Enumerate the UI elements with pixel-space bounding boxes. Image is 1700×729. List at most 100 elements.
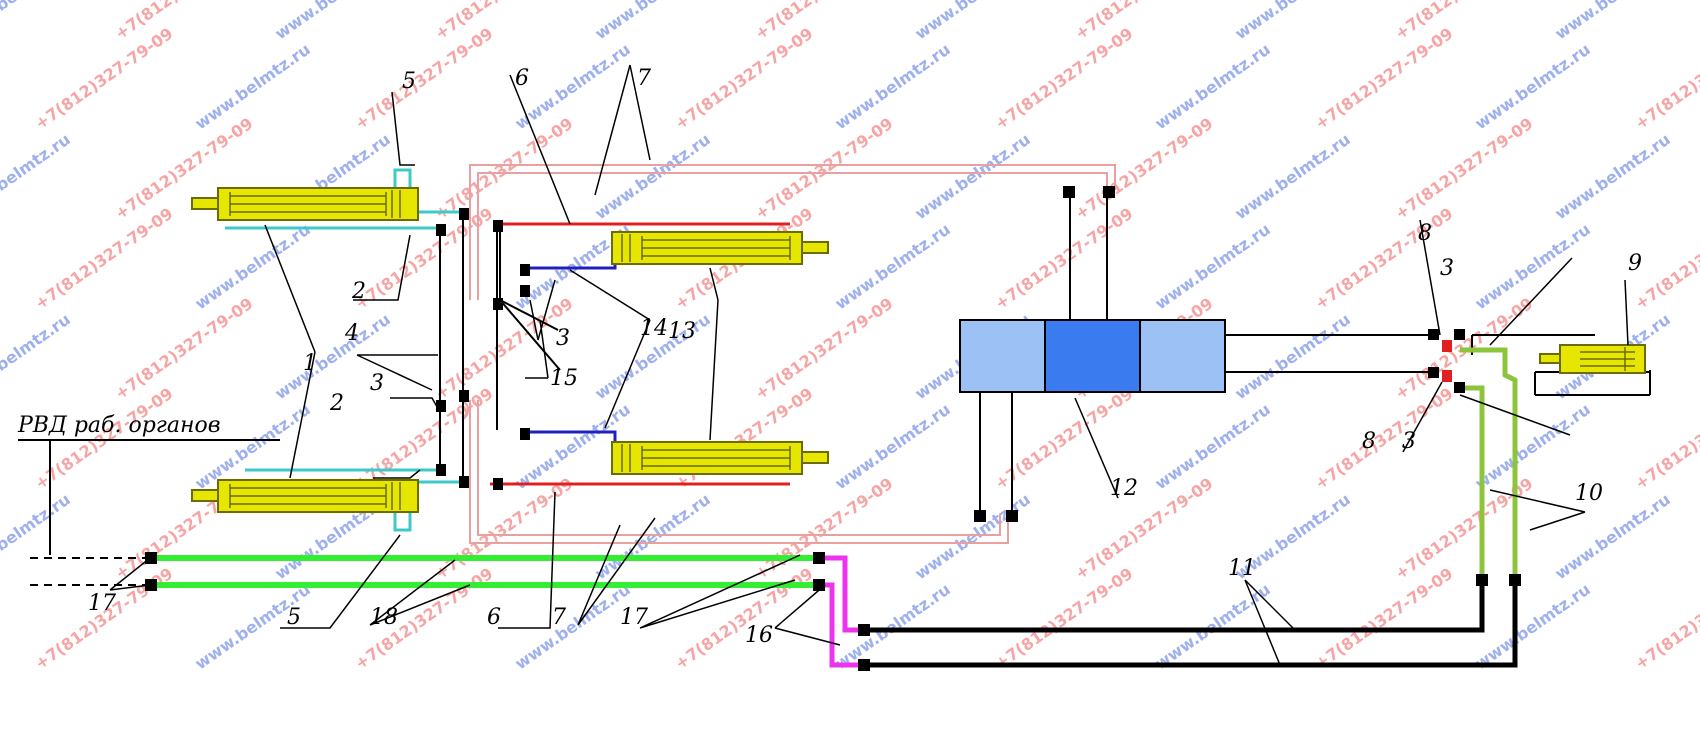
watermark-site: www.belmtz.ru — [591, 490, 713, 584]
label-9: 9 — [1628, 251, 1642, 276]
label-17b: 17 — [620, 605, 648, 630]
label-18: 18 — [370, 605, 398, 630]
watermark-phone: +7(812)327-79-09 — [351, 24, 496, 134]
watermark-phone: +7(812)327-79-09 — [991, 204, 1136, 314]
hoses-16 — [820, 555, 865, 668]
watermark-phone: +7(812)327-79-09 — [1311, 24, 1456, 134]
watermark-site: www.belmtz.ru — [191, 220, 313, 314]
watermark-site: www.belmtz.ru — [591, 0, 713, 43]
cylinder-13-bottom — [611, 441, 829, 475]
hoses-7 — [461, 164, 1116, 544]
watermark-site: www.belmtz.ru — [271, 0, 393, 43]
label-5b: 5 — [287, 605, 301, 630]
label-3c: 3 — [1440, 256, 1454, 281]
watermark-site: www.belmtz.ru — [0, 130, 74, 224]
watermark-phone: +7(812)327-79-09 — [1631, 564, 1700, 674]
watermark-site: www.belmtz.ru — [0, 0, 74, 43]
watermark-phone: +7(812)327-79-09 — [431, 474, 576, 584]
watermark-site: www.belmtz.ru — [831, 40, 953, 134]
hoses-11 — [865, 580, 1518, 668]
watermark-site: www.belmtz.ru — [1231, 0, 1353, 43]
watermark-site: www.belmtz.ru — [591, 130, 713, 224]
watermark-site: www.belmtz.ru — [911, 130, 1033, 224]
label-7b: 7 — [552, 605, 566, 630]
watermark-site: www.belmtz.ru — [911, 0, 1033, 43]
position-labels: 1 2 2 3 3 3 3 4 5 5 6 6 7 7 8 8 9 10 11 … — [17, 66, 1642, 648]
caption-rvd: РВД раб. органов — [17, 413, 221, 438]
hoses-6 — [490, 222, 790, 486]
label-8b: 8 — [1362, 429, 1376, 454]
watermark-phone: +7(812)327-79-09 — [1071, 0, 1216, 43]
watermark-phone: +7(812)327-79-09 — [991, 564, 1136, 674]
watermark-site: www.belmtz.ru — [1551, 0, 1673, 43]
watermark-phone: +7(812)327-79-09 — [111, 0, 256, 43]
watermark-phone: +7(812)327-79-09 — [1311, 204, 1456, 314]
label-16: 16 — [745, 623, 773, 648]
watermark-phone: +7(812)327-79-09 — [751, 114, 896, 224]
watermark-phone: +7(812)327-79-09 — [1071, 114, 1216, 224]
hoses-18 — [150, 555, 820, 588]
label-1: 1 — [303, 351, 317, 376]
watermark-site: www.belmtz.ru — [1231, 310, 1353, 404]
watermark-site: www.belmtz.ru — [1471, 580, 1593, 674]
watermark-site: www.belmtz.ru — [0, 310, 74, 404]
label-4: 4 — [344, 321, 359, 346]
watermark-phone: +7(812)327-79-09 — [111, 294, 256, 404]
watermark-phone: +7(812)327-79-09 — [1071, 474, 1216, 584]
label-6b: 6 — [487, 605, 501, 630]
watermark-phone: +7(812)327-79-09 — [1631, 384, 1700, 494]
watermark-site: www.belmtz.ru — [191, 40, 313, 134]
watermark-site: www.belmtz.ru — [1551, 130, 1673, 224]
label-13: 13 — [668, 319, 696, 344]
label-11: 11 — [1228, 556, 1256, 581]
label-3b: 3 — [556, 326, 570, 351]
label-5a: 5 — [402, 69, 416, 94]
label-6a: 6 — [515, 66, 529, 91]
watermark-phone: +7(812)327-79-09 — [751, 294, 896, 404]
watermark-site: www.belmtz.ru — [0, 490, 74, 584]
distributor-valve-12 — [959, 319, 1226, 393]
label-17a: 17 — [88, 591, 116, 616]
watermark-phone: +7(812)327-79-09 — [1391, 0, 1536, 43]
watermark-phone: +7(812)327-79-09 — [351, 384, 496, 494]
watermark-site: www.belmtz.ru — [511, 580, 633, 674]
watermark-phone: +7(812)327-79-09 — [991, 24, 1136, 134]
cylinder-13-top — [611, 231, 829, 265]
watermark-phone: +7(812)327-79-09 — [31, 384, 176, 494]
label-2b: 2 — [329, 391, 344, 416]
watermark-site: www.belmtz.ru — [1551, 490, 1673, 584]
hoses-cyan — [225, 168, 463, 532]
watermark-phone: +7(812)327-79-09 — [1391, 114, 1536, 224]
input-lines — [18, 439, 280, 586]
label-3a: 3 — [370, 371, 384, 396]
watermark-phone: +7(812)327-79-09 — [431, 0, 576, 43]
fittings — [145, 186, 1521, 671]
watermark-phone: +7(812)327-79-09 — [751, 0, 896, 43]
label-3d: 3 — [1402, 429, 1416, 454]
watermark-phone: +7(812)327-79-09 — [31, 204, 176, 314]
watermark-site: www.belmtz.ru — [1231, 130, 1353, 224]
watermark-site: www.belmtz.ru — [1151, 220, 1273, 314]
watermark-site: www.belmtz.ru — [831, 220, 953, 314]
label-14: 14 — [640, 316, 668, 341]
watermark-site: www.belmtz.ru — [1151, 40, 1273, 134]
watermark-phone: +7(812)327-79-09 — [431, 114, 576, 224]
watermark-phone: +7(812)327-79-09 — [671, 24, 816, 134]
cylinder-9 — [1539, 344, 1646, 374]
label-8a: 8 — [1418, 221, 1432, 246]
watermark-site: www.belmtz.ru — [1471, 400, 1593, 494]
watermark-phone: +7(812)327-79-09 — [1631, 24, 1700, 134]
watermark-site: www.belmtz.ru — [1151, 400, 1273, 494]
watermark-phone: +7(812)327-79-09 — [1311, 384, 1456, 494]
label-12: 12 — [1110, 476, 1138, 501]
restrictors-8 — [1442, 340, 1452, 382]
label-2a: 2 — [351, 279, 366, 304]
watermark-site: www.belmtz.ru — [831, 400, 953, 494]
leader-lines — [109, 64, 1629, 666]
label-10: 10 — [1575, 481, 1603, 506]
watermark-layer: www.belmtz.ru+7(812)327-79-09www.belmtz.… — [0, 0, 1700, 673]
cylinder-1-top — [191, 187, 419, 221]
hoses-10 — [1460, 347, 1518, 580]
watermark-site: www.belmtz.ru — [1471, 40, 1593, 134]
